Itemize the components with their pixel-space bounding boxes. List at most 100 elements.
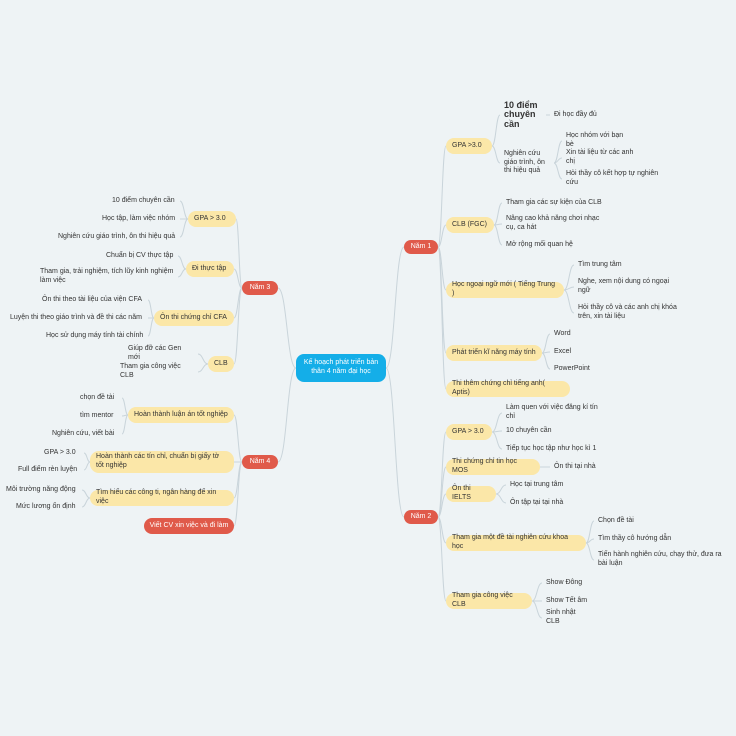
y1-aptis[interactable]: Thi thêm chứng chỉ tiếng anh( Aptis) [446,380,570,397]
y2-research-topic[interactable]: Chọn đề tài [598,516,634,524]
y2-gpa-credits[interactable]: Làm quen với việc đăng kí tín chỉ [506,404,598,420]
connector-y3-clb-y3-clb-help [197,353,209,365]
y2-research-run[interactable]: Tiến hành nghiên cứu, chạy thử, đưa ra b… [598,551,722,567]
y1-language-ask[interactable]: Hỏi thầy cô và các anh chị khóa trên, xi… [578,304,677,320]
y4-cv[interactable]: Viết CV xin việc và đi làm [144,518,234,534]
connector-y1-clb-y1-clb-events [493,202,503,226]
connector-y1-language-y1-language-media [563,286,575,291]
connector-y3-gpa-y3-gpa-study [179,218,189,238]
y2-clb-show-tet[interactable]: Show Tết âm [546,596,588,604]
y2-research-mentor[interactable]: Tìm thầy cô hướng dẫn [598,534,672,542]
y3-internship-cv[interactable]: Chuẩn bị CV thực tập [106,251,174,259]
connector-y3-clb-y3-clb-work [197,363,209,373]
y4-credits[interactable]: Hoàn thành các tín chỉ, chuẩn bị giấy tờ… [90,451,234,473]
y3-clb-help[interactable]: Giúp đỡ các Gen mới [128,345,182,361]
y2-clb-show-dong[interactable]: Show Đông [546,578,583,586]
y3-clb[interactable]: CLB [208,356,234,372]
y1-clb-network[interactable]: Mở rộng mối quan hệ [506,240,573,248]
connector-y4-companies-y4-companies-env [81,489,91,499]
y1-gpa-attendance-full[interactable]: Đi học đầy đủ [554,110,597,118]
y4-credits-gpa[interactable]: GPA > 3.0 [44,448,76,456]
y4-thesis-topic[interactable]: chọn đề tài [80,393,115,401]
connector-year-3-topic-y3-clb [233,287,243,365]
year-4-topic[interactable]: Năm 4 [242,455,278,469]
connector-y2-clb-y2-clb-birthday [531,600,543,619]
connector-y1-gpa-study-y1-gpa-docs [553,157,563,164]
y1-language-media[interactable]: Nghe, xem nội dung có ngoại ngữ [578,278,670,294]
year-2-topic[interactable]: Năm 2 [404,510,438,524]
connector-year-2-topic-y2-mos [437,466,447,518]
connector-y2-ielts-y2-ielts-home [495,493,507,504]
y3-gpa-group[interactable]: Học tập, làm việc nhóm [102,214,176,222]
y1-computer[interactable]: Phát triển kĩ năng máy tính [446,345,542,361]
y2-ielts-center[interactable]: Học tại trung tâm [510,480,564,488]
y3-cfa-docs[interactable]: Ôn thi theo tài liệu của viện CFA [42,295,142,303]
y1-gpa[interactable]: GPA >3.0 [446,138,492,154]
y4-companies-env[interactable]: Môi trường năng động [6,485,76,493]
y2-clb-birthday[interactable]: Sinh nhật CLB [546,609,576,625]
connector-year-1-topic-y1-computer [437,246,447,354]
y2-mos[interactable]: Thi chứng chỉ tin học MOS [446,458,540,475]
y4-companies[interactable]: Tìm hiểu các công ti, ngân hàng để xin v… [90,489,234,506]
connector-root-topic-year-1-topic [385,246,405,369]
connector-y2-research-y2-research-mentor [585,538,595,544]
y3-cfa-calculator[interactable]: Học sử dụng máy tính tài chính [46,331,144,339]
connector-y1-gpa-y1-gpa-attendance [491,114,501,147]
connector-y4-thesis-y4-thesis-write [121,414,129,435]
y4-credits-training[interactable]: Full điểm rèn luyện [18,465,78,473]
y1-computer-powerpoint[interactable]: PowerPoint [554,364,590,372]
y2-gpa-continue[interactable]: Tiếp tục học tập như học kì 1 [506,444,597,452]
connector-year-3-topic-y3-internship [233,268,243,289]
connector-y1-gpa-study-y1-gpa-group [553,140,563,164]
y1-language-center[interactable]: Tìm trung tâm [578,260,622,268]
y4-companies-salary[interactable]: Mức lương ổn định [16,502,76,510]
y4-thesis-write[interactable]: Nghiên cứu, viết bài [52,429,115,437]
year-1-topic[interactable]: Năm 1 [404,240,438,254]
y3-internship-experience[interactable]: Tham gia, trải nghiệm, tích lũy kinh ngh… [40,268,174,284]
y3-cfa[interactable]: Ôn thi chứng chỉ CFA [154,310,234,326]
connector-y3-internship-y3-internship-cv [177,255,187,270]
y1-gpa-teacher[interactable]: Hỏi thầy cô kết hợp tự nghiên cứu [566,170,659,186]
y2-clb[interactable]: Tham gia công việc CLB [446,592,532,609]
connector-root-topic-year-2-topic [385,367,405,518]
connector-y1-language-y1-language-center [563,264,575,291]
y1-gpa-attendance[interactable]: 10 điểm chuyên cần [504,99,538,129]
connector-root-topic-year-4-topic [277,367,297,463]
y3-cfa-practice[interactable]: Luyện thi theo giáo trình và đề thi các … [10,313,142,321]
y2-research[interactable]: Tham gia một đề tài nghiên cứu khoa học [446,534,586,551]
y1-computer-word[interactable]: Word [554,329,571,337]
connector-y1-gpa-study-y1-gpa-teacher [553,162,563,180]
connector-year-4-topic-y4-cv [233,461,243,527]
year-3-topic[interactable]: Năm 3 [242,281,278,295]
y1-clb-events[interactable]: Tham gia các sự kiện của CLB [506,198,602,206]
y1-computer-excel[interactable]: Excel [554,347,572,355]
root-topic[interactable]: Kế hoạch phát triển bản thân 4 năm đại h… [296,354,386,382]
connector-y3-internship-y3-internship-experience [177,268,187,278]
y1-clb[interactable]: CLB (FGC) [446,217,494,233]
y1-gpa-docs[interactable]: Xin tài liệu từ các anh chị [566,149,634,165]
y2-ielts[interactable]: Ôn thi IELTS [446,485,496,502]
y3-clb-work[interactable]: Tham gia công việc CLB [120,363,181,379]
connector-year-3-topic-y3-gpa [235,218,243,289]
connector-y2-research-y2-research-topic [585,520,595,544]
y1-gpa-group[interactable]: Học nhóm với bạn bè [566,132,624,148]
y1-language[interactable]: Học ngoại ngữ mới ( Tiếng Trung ) [446,281,564,298]
y3-internship[interactable]: Đi thực tập [186,261,234,277]
y4-thesis[interactable]: Hoàn thành luận án tốt nghiệp [128,407,234,423]
connector-root-topic-year-3-topic [277,287,297,369]
y2-ielts-home[interactable]: Ôn tập tại tại nhà [510,498,564,506]
connector-y4-thesis-y4-thesis-topic [121,397,129,416]
y3-gpa-attendance[interactable]: 10 điểm chuyên cần [112,196,175,204]
connector-y1-language-y1-language-ask [563,289,575,314]
y2-gpa[interactable]: GPA > 3.0 [446,424,492,440]
y4-thesis-mentor[interactable]: tìm mentor [80,411,114,419]
connector-y3-cfa-y3-cfa-docs [147,299,155,319]
connector-year-4-topic-y4-thesis [233,414,243,463]
y1-gpa-study[interactable]: Nghiên cứu giáo trình, ôn thi hiệu quả [504,149,545,175]
y1-clb-music[interactable]: Nâng cao khả năng chơi nhạc cụ, ca hát [506,215,600,231]
y2-gpa-attendance[interactable]: 10 chuyên cần [506,426,552,434]
y2-mos-home[interactable]: Ôn thi tại nhà [554,462,596,470]
y3-gpa-study[interactable]: Nghiên cứu giáo trình, ôn thi hiệu quả [58,232,176,240]
y3-gpa[interactable]: GPA > 3.0 [188,211,236,227]
connector-year-1-topic-y1-gpa [437,145,447,248]
